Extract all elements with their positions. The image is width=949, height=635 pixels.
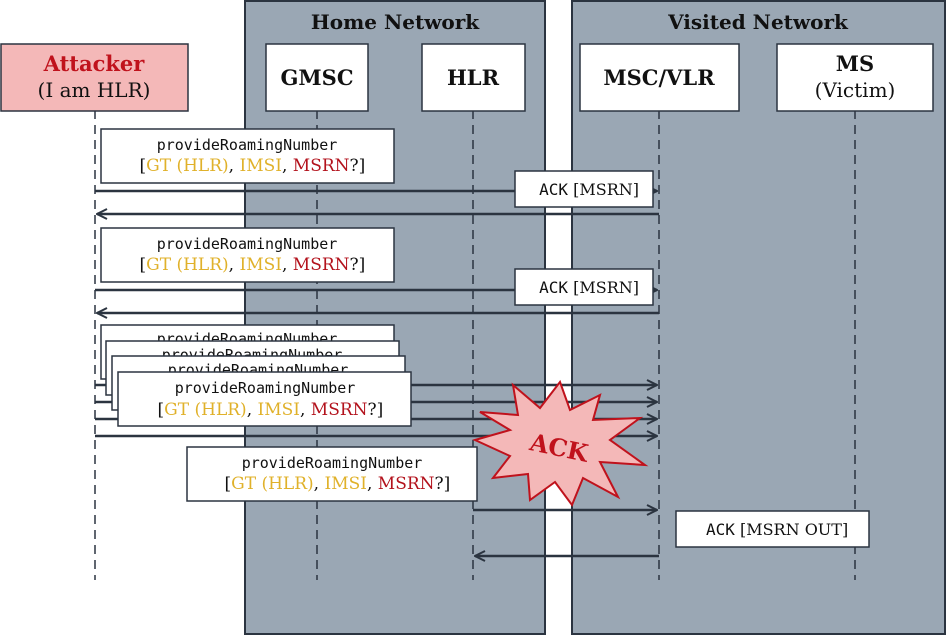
- message-params: [GT (HLR), IMSI, MSRN?]: [187, 474, 478, 494]
- bracket-close: ?]: [435, 474, 451, 494]
- bracket-close: ?]: [368, 400, 384, 420]
- message-params: [GT (HLR), IMSI, MSRN?]: [109, 400, 421, 420]
- message-label-prn-1: provideRoamingNumber [GT (HLR), IMSI, MS…: [100, 128, 395, 184]
- separator: ,: [300, 400, 311, 420]
- home-network-title: Home Network: [311, 10, 480, 34]
- ack-burst: ACK: [472, 379, 649, 508]
- entity-attacker: Attacker (I am HLR): [0, 43, 189, 112]
- separator: ,: [282, 156, 293, 176]
- message-name: provideRoamingNumber: [157, 136, 338, 154]
- param-msrn: MSRN: [293, 255, 350, 275]
- entity-attacker-subtitle: (I am HLR): [38, 78, 151, 102]
- bracket-close: ?]: [350, 255, 366, 275]
- param-gt: GT (HLR): [231, 474, 314, 494]
- separator: ,: [229, 156, 240, 176]
- bracket-open: [: [140, 255, 147, 275]
- param-imsi: IMSI: [239, 255, 281, 275]
- param-gt: GT (HLR): [164, 400, 247, 420]
- ack-keyword: ACK: [539, 278, 568, 297]
- ack-keyword: ACK: [706, 520, 735, 539]
- ack-msrn: [MSRN]: [573, 278, 639, 297]
- separator: ,: [367, 474, 378, 494]
- burst-shape: [472, 379, 649, 508]
- entity-ms-name: MS: [836, 51, 874, 76]
- entity-ms-subtitle: (Victim): [815, 78, 896, 102]
- param-msrn: MSRN: [311, 400, 368, 420]
- entity-gmsc-name: GMSC: [280, 65, 353, 90]
- bracket-open: [: [225, 474, 232, 494]
- separator: ,: [314, 474, 325, 494]
- entity-msc-vlr-name: MSC/VLR: [603, 65, 715, 90]
- entity-attacker-name: Attacker: [43, 51, 146, 76]
- bracket-open: [: [140, 156, 147, 176]
- message-label-ack-2: ACK [MSRN]: [504, 268, 665, 306]
- param-gt: GT (HLR): [146, 255, 229, 275]
- ack-msrn-out: [MSRN OUT]: [740, 520, 848, 539]
- entity-hlr-name: HLR: [447, 65, 500, 90]
- message-label-ack-msrn-out: ACK [MSRN OUT]: [670, 510, 873, 548]
- entity-msc-vlr: MSC/VLR: [579, 43, 740, 112]
- separator: ,: [229, 255, 240, 275]
- ack-text: ACK [MSRN]: [504, 278, 665, 297]
- bracket-open: [: [158, 400, 165, 420]
- param-imsi: IMSI: [258, 400, 300, 420]
- message-name: provideRoamingNumber: [242, 454, 423, 472]
- visited-network-title: Visited Network: [667, 10, 849, 34]
- message-label-prn-2: provideRoamingNumber [GT (HLR), IMSI, MS…: [100, 227, 395, 283]
- flood-card-4: provideRoamingNumber [GT (HLR), IMSI, MS…: [109, 371, 421, 427]
- param-msrn: MSRN: [293, 156, 350, 176]
- message-name: provideRoamingNumber: [157, 235, 338, 253]
- param-imsi: IMSI: [324, 474, 366, 494]
- message-params: [GT (HLR), IMSI, MSRN?]: [102, 255, 393, 275]
- ack-msrn: [MSRN]: [573, 180, 639, 199]
- param-msrn: MSRN: [378, 474, 435, 494]
- bracket-close: ?]: [350, 156, 366, 176]
- message-label-flood-stack: provideRoamingNumber provideRoamingNumbe…: [100, 324, 421, 427]
- ack-text: ACK [MSRN]: [504, 180, 665, 199]
- message-name: provideRoamingNumber: [175, 379, 356, 397]
- entity-ms: MS (Victim): [776, 43, 934, 112]
- message-params: [GT (HLR), IMSI, MSRN?]: [102, 156, 393, 176]
- param-gt: GT (HLR): [146, 156, 229, 176]
- separator: ,: [247, 400, 258, 420]
- ack-text: ACK [MSRN OUT]: [670, 520, 873, 539]
- message-label-prn-hlr: provideRoamingNumber [GT (HLR), IMSI, MS…: [186, 446, 478, 502]
- separator: ,: [282, 255, 293, 275]
- entity-hlr: HLR: [421, 43, 526, 112]
- message-label-ack-1: ACK [MSRN]: [504, 170, 665, 208]
- ack-keyword: ACK: [539, 180, 568, 199]
- entity-gmsc: GMSC: [265, 43, 369, 112]
- param-imsi: IMSI: [239, 156, 281, 176]
